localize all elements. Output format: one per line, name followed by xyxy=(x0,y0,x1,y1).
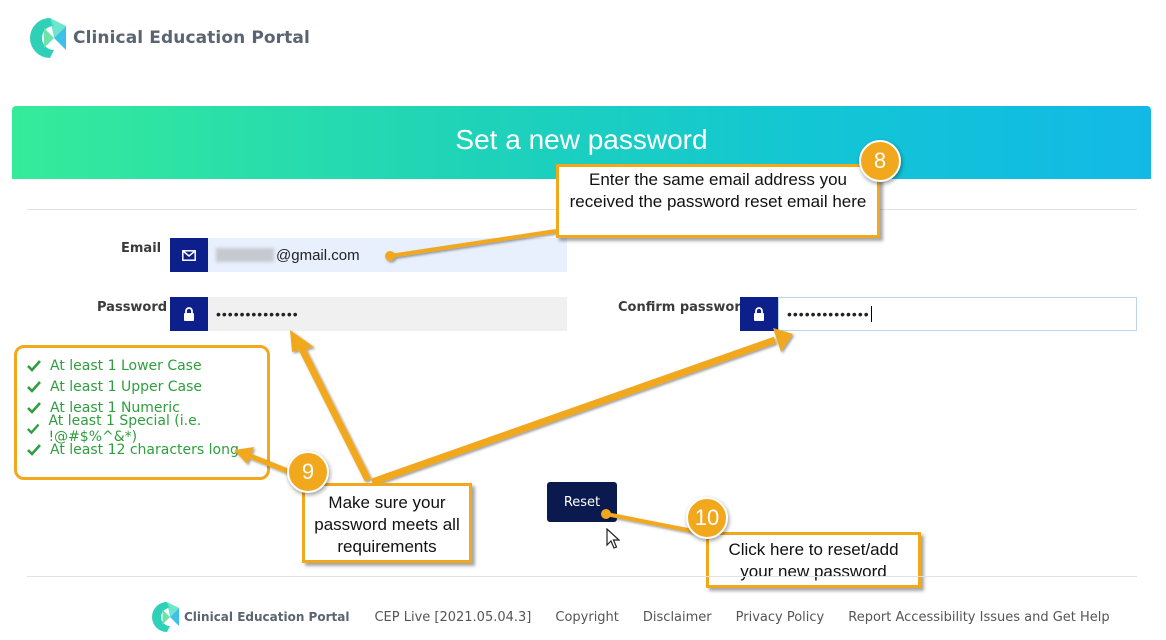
lock-icon xyxy=(740,297,778,331)
check-icon xyxy=(27,359,41,372)
email-input-value: @gmail.com xyxy=(276,246,360,264)
header-logo-text: Clinical Education Portal xyxy=(73,28,310,48)
envelope-icon xyxy=(170,238,208,272)
page-title: Set a new password xyxy=(455,124,708,155)
cep-logo-icon xyxy=(30,18,66,58)
reset-button[interactable]: Reset xyxy=(547,482,617,522)
password-label: Password xyxy=(97,300,168,315)
requirement-text: At least 12 characters long xyxy=(50,441,239,458)
footer-divider xyxy=(27,576,1137,577)
check-icon xyxy=(27,443,41,456)
requirement-text: At least 1 Lower Case xyxy=(50,357,202,374)
requirement-item: At least 1 Special (i.e. !@#$%^&*) xyxy=(27,413,267,445)
email-input[interactable]: @gmail.com xyxy=(208,238,567,272)
footer-link-disclaimer[interactable]: Disclaimer xyxy=(642,609,712,625)
password-input[interactable]: •••••••••••••• xyxy=(208,297,567,331)
check-icon xyxy=(27,401,41,414)
requirement-text: At least 1 Special (i.e. !@#$%^&*) xyxy=(48,412,202,445)
confirm-password-value: •••••••••••••• xyxy=(787,306,870,322)
requirement-text: At least 1 Numeric xyxy=(50,399,180,416)
footer-logo-text: Clinical Education Portal xyxy=(184,610,350,624)
footer-link-privacy[interactable]: Privacy Policy xyxy=(735,609,825,625)
callout-9: Make sure your password meets all requir… xyxy=(302,483,472,563)
header-logo[interactable]: Clinical Education Portal xyxy=(30,16,310,60)
step-badge-9: 9 xyxy=(287,451,329,493)
step-badge-8: 8 xyxy=(859,140,901,182)
text-caret xyxy=(870,306,872,322)
callout-8: Enter the same email address you receive… xyxy=(556,164,880,238)
callout-10: Click here to reset/add your new passwor… xyxy=(706,532,921,588)
step-badge-10: 10 xyxy=(686,497,728,539)
check-icon xyxy=(27,380,41,393)
requirement-text: At least 1 Upper Case xyxy=(50,378,203,395)
password-field: •••••••••••••• xyxy=(170,297,567,331)
requirement-item: At least 12 characters long xyxy=(27,439,267,460)
email-label: Email xyxy=(121,241,162,256)
confirm-password-label: Confirm password xyxy=(618,300,751,315)
footer: Clinical Education Portal CEP Live [2021… xyxy=(152,600,1134,634)
cep-logo-icon xyxy=(152,602,179,632)
requirement-item: At least 1 Numeric xyxy=(27,397,267,418)
footer-logo[interactable]: Clinical Education Portal xyxy=(152,600,349,634)
mouse-pointer-icon xyxy=(606,528,620,549)
footer-link-copyright[interactable]: Copyright xyxy=(555,609,619,625)
confirm-password-input[interactable]: •••••••••••••• xyxy=(778,297,1137,331)
redacted-email-user xyxy=(216,248,274,262)
confirm-password-field: •••••••••••••• xyxy=(740,297,1137,331)
lock-icon xyxy=(170,297,208,331)
requirement-item: At least 1 Upper Case xyxy=(27,376,267,397)
email-field: @gmail.com xyxy=(170,238,567,272)
password-requirements: At least 1 Lower Case At least 1 Upper C… xyxy=(14,345,270,480)
check-icon xyxy=(27,423,40,434)
footer-version: CEP Live [2021.05.04.3] xyxy=(374,609,532,625)
requirement-item: At least 1 Lower Case xyxy=(27,355,267,376)
footer-link-accessibility[interactable]: Report Accessibility Issues and Get Help xyxy=(848,609,1110,625)
